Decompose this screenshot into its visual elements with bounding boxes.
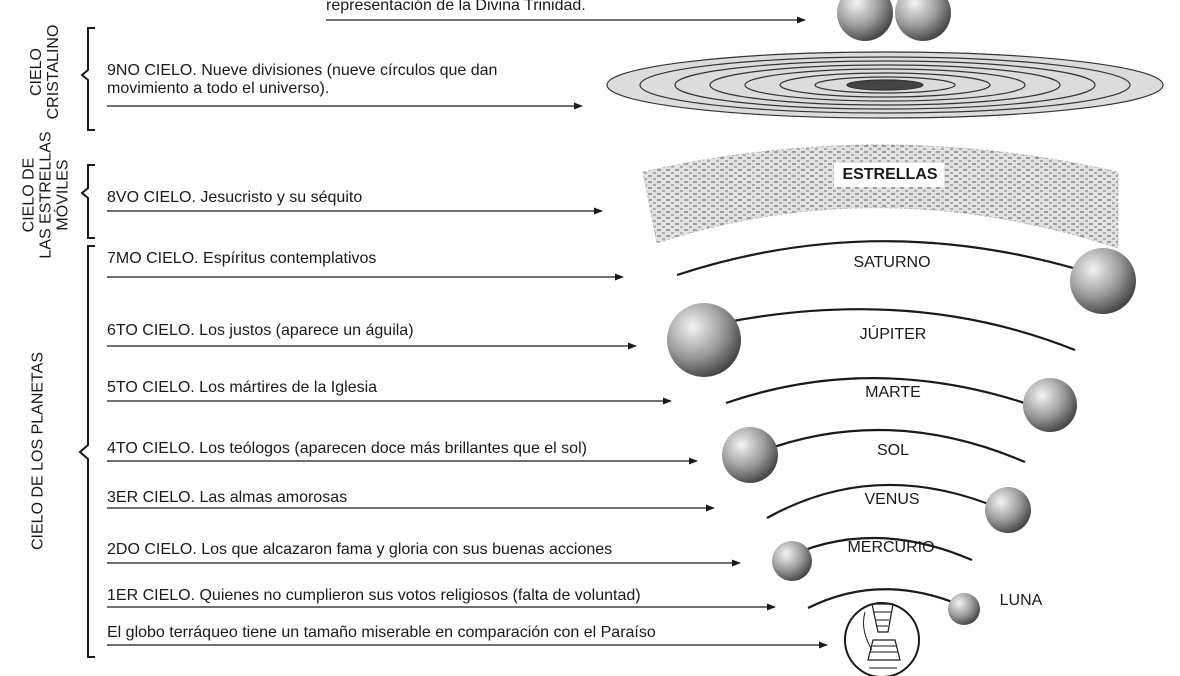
trinity-caption: representación de la Divina Trinidad. — [326, 0, 586, 14]
planet-marte — [1023, 378, 1077, 432]
heaven-7-text: 7MO CIELO. Espíritus contemplativos — [107, 250, 377, 267]
heaven-2-text: 2DO CIELO. Los que alcazaron fama y glor… — [107, 541, 613, 558]
orbit-jupiter — [689, 308, 1076, 352]
orbits — [676, 240, 1081, 609]
planet-sol — [722, 427, 778, 483]
earth-text: El globo terráqueo tiene un tamaño miser… — [107, 624, 656, 641]
planet-saturno — [1070, 248, 1136, 314]
orbit-marte — [725, 377, 1046, 412]
planet-mercurio — [772, 541, 812, 581]
brackets — [78, 27, 95, 658]
planet-label-marte: MARTE — [865, 384, 921, 401]
planet-label-saturno: SATURNO — [853, 254, 931, 271]
trinity-sphere-left — [837, 0, 893, 41]
planet-label-sol: SOL — [876, 442, 910, 459]
planet-label-venus: VENUS — [864, 491, 920, 508]
planet-label-luna: LUNA — [999, 592, 1043, 609]
heaven-6-text: 6TO CIELO. Los justos (aparece un águila… — [107, 322, 414, 339]
planet-luna — [948, 593, 980, 625]
planets — [667, 248, 1136, 625]
orbit-luna — [807, 588, 961, 609]
group-label-planetas: CIELO DE LOS PLANETAS — [29, 352, 47, 550]
crystalline-rings — [606, 51, 1164, 119]
trinity-sphere-right — [895, 0, 951, 41]
star-band — [642, 144, 1119, 249]
bracket-cristalino — [80, 27, 95, 131]
orbit-saturno — [676, 240, 1081, 277]
planet-label-jupiter: JÚPITER — [859, 326, 927, 343]
orbit-sol — [744, 428, 1026, 464]
group-label-estrellas: CIELO DE LAS ESTRELLAS MÓVILES — [20, 131, 72, 259]
heaven-3-text: 3ER CIELO. Las almas amorosas — [107, 489, 348, 506]
heaven-4-text: 4TO CIELO. Los teólogos (aparecen doce m… — [107, 440, 587, 457]
heaven-9-text: 9NO CIELO. Nueve divisiones (nueve círcu… — [107, 62, 498, 97]
star-label-bg — [834, 163, 944, 187]
orbit-venus — [766, 483, 1009, 519]
planet-label-mercurio: MERCURIO — [847, 539, 935, 556]
heaven-5-text: 5TO CIELO. Los mártires de la Iglesia — [107, 379, 378, 396]
bracket-planetas — [78, 245, 95, 658]
planet-venus — [985, 487, 1031, 533]
group-label-cristalino: CIELO CRISTALINO — [28, 24, 62, 120]
heaven-1-text: 1ER CIELO. Quienes no cumplieron sus vot… — [107, 587, 641, 604]
planet-jupiter — [667, 303, 741, 377]
earth-globe — [844, 602, 920, 676]
bracket-estrellas — [80, 164, 95, 239]
sphere-label-estrellas: ESTRELLAS — [842, 166, 938, 183]
heaven-8-text: 8VO CIELO. Jesucristo y su séquito — [107, 189, 363, 206]
arrows — [107, 16, 828, 649]
